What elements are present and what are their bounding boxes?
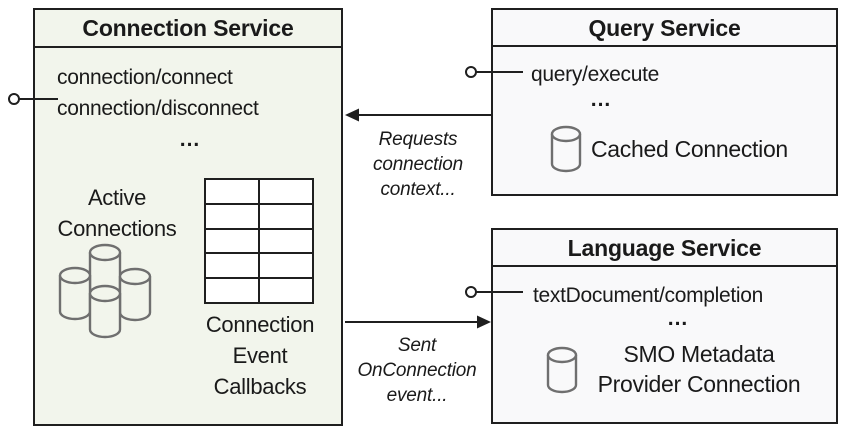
- query-methods-ellipsis: ...: [590, 88, 612, 111]
- table-cell: [206, 279, 258, 302]
- language-service-title: Language Service: [493, 230, 836, 267]
- connection-service-box: Connection Service connection/connect co…: [33, 8, 343, 426]
- method-query-execute: query/execute: [531, 63, 660, 86]
- table-cell: [206, 180, 258, 203]
- method-textdocument-completion: textDocument/completion: [533, 284, 764, 307]
- cached-connection-cylinder-icon: [550, 125, 582, 173]
- connection-service-methods: connection/connect connection/disconnect…: [57, 62, 323, 155]
- table-cell: [260, 180, 312, 203]
- callbacks-label: Connection Event Callbacks: [205, 312, 315, 399]
- query-service-box: Query Service query/execute ... Cached C…: [491, 8, 838, 196]
- table-cell: [260, 204, 312, 228]
- language-methods-ellipsis: ...: [667, 307, 689, 330]
- callbacks-table: [204, 178, 314, 304]
- table-cell: [206, 229, 258, 253]
- cached-connection-label: Cached Connection: [591, 136, 788, 162]
- methods-ellipsis: ...: [179, 128, 201, 151]
- table-cell: [206, 254, 258, 278]
- requests-context-arrow: [345, 108, 491, 122]
- requests-connection-context-label: Requests connection context...: [373, 129, 463, 200]
- query-service-title: Query Service: [493, 10, 836, 47]
- sent-onconnection-event-label: Sent OnConnection event...: [357, 335, 477, 406]
- table-cell: [206, 204, 258, 228]
- onconnection-event-arrow: [345, 315, 491, 329]
- method-connection-disconnect: connection/disconnect: [57, 97, 259, 120]
- method-connection-connect: connection/connect: [57, 66, 233, 89]
- table-cell: [260, 254, 312, 278]
- connection-service-title: Connection Service: [35, 10, 341, 48]
- table-cell: [260, 229, 312, 253]
- language-service-box: Language Service textDocument/completion…: [491, 228, 838, 424]
- table-cell: [260, 279, 312, 302]
- smo-connection-cylinder-icon: [546, 346, 578, 394]
- active-connections-label: Active Connections: [57, 185, 177, 241]
- active-connections-cylinders-icon: [58, 243, 152, 339]
- smo-metadata-label: SMO Metadata Provider Connection: [597, 341, 801, 397]
